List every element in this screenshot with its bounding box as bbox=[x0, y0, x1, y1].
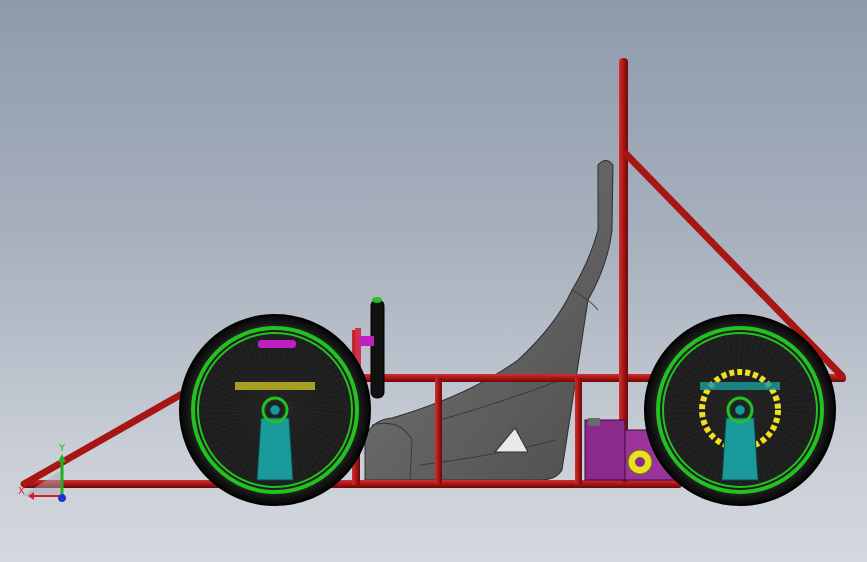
seat[interactable] bbox=[364, 160, 614, 481]
y-axis-label: Y bbox=[58, 443, 66, 454]
front-wheel[interactable] bbox=[179, 314, 371, 506]
z-axis-origin bbox=[58, 494, 66, 502]
rear-wheel[interactable] bbox=[644, 314, 836, 506]
seat-cutout bbox=[493, 427, 529, 453]
steering-column[interactable] bbox=[355, 297, 385, 399]
coordinate-triad: X Y bbox=[18, 443, 66, 502]
x-axis-label: X bbox=[18, 486, 25, 497]
